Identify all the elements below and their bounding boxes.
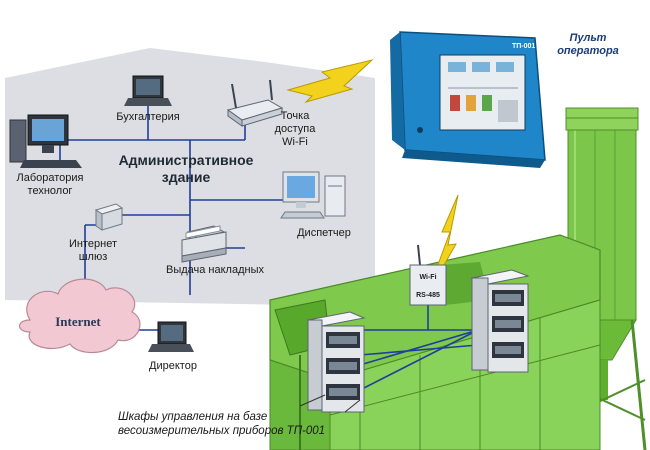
invoices-label: Выдача накладных [165, 264, 264, 276]
control-cabinet-left [306, 311, 366, 413]
wifi-ap-label-line2: доступа [274, 123, 316, 135]
admin-building-title: Административное здание [106, 152, 266, 186]
dispatcher-label: Диспетчер [297, 227, 351, 239]
lab-label-line2: технолог [27, 185, 73, 197]
caption-leader-lines [299, 394, 361, 413]
gateway-label-line1: Интернет [69, 238, 117, 250]
admin-building-title-line1: Административное [118, 152, 254, 168]
operator-panel-brand: ТП-001 [512, 43, 535, 50]
director-label: Директор [149, 360, 197, 372]
gateway-device-icon [94, 203, 124, 231]
operator-panel-icon: ТП-001 [390, 31, 546, 168]
cabinets-caption: Шкафы управления на базе весоизмерительн… [118, 410, 378, 438]
gateway-label: Интернет шлюз [58, 238, 128, 264]
wifi-ap-label-line3: Wi-Fi [282, 136, 308, 148]
gateway-label-line2: шлюз [78, 251, 108, 263]
wifi-access-point-icon [226, 79, 284, 127]
lab-label-line1: Лаборатория [16, 172, 84, 184]
cabinets-caption-line2: весоизмерительных приборов ТП-001 [118, 425, 326, 437]
director-laptop-icon [148, 321, 194, 352]
dispatcher-computer-icon [280, 171, 346, 219]
operator-panel-label: Пульт оператора [548, 32, 628, 58]
converter-label-rs485: RS-485 [416, 292, 440, 299]
control-cabinet-right [470, 269, 530, 373]
internet-cloud-icon: Internet [18, 278, 141, 354]
cabinets-caption-line1: Шкафы управления на базе [118, 411, 268, 423]
accounting-laptop-icon [124, 75, 172, 106]
wifi-ap-label-line1: Точка [280, 110, 310, 122]
converter-label-wifi: Wi-Fi [419, 274, 436, 281]
wifi-ap-label: Точка доступа Wi-Fi [262, 110, 328, 149]
wifi-rs485-converter-icon: Wi-Fi RS-485 [409, 244, 447, 306]
lab-computer-icon [9, 114, 82, 168]
wireless-link-top-icon [286, 59, 374, 104]
admin-building-title-line2: здание [161, 169, 211, 185]
operator-panel-label-line2: оператора [557, 45, 619, 57]
internet-label: Internet [55, 314, 101, 329]
lab-label: Лаборатория технолог [2, 172, 98, 198]
operator-panel-label-line1: Пульт [569, 32, 607, 44]
printer-icon [181, 225, 227, 263]
accounting-label: Бухгалтерия [116, 111, 180, 123]
